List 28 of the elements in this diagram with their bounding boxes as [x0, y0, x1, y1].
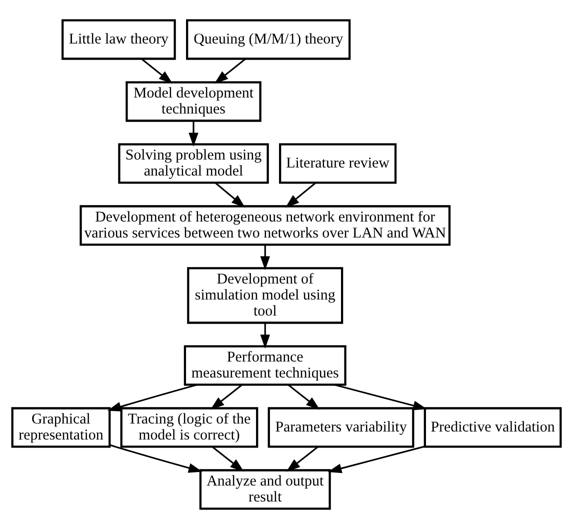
node-box: Model development techniques [126, 81, 262, 122]
arrow [285, 182, 316, 208]
node-box: Little law theory [62, 19, 176, 60]
arrow [212, 446, 244, 472]
node-box: Queuing (M/M/1) theory [186, 19, 351, 60]
node-box: Graphical representation [11, 407, 111, 448]
arrow [260, 244, 270, 270]
arrow [109, 444, 202, 473]
arrow [334, 384, 428, 410]
arrow [107, 384, 197, 412]
node-box: Analyze and output result [199, 469, 331, 510]
arrow [214, 182, 246, 208]
arrow [288, 384, 320, 410]
arrow [210, 384, 242, 410]
node-box: Parameters variability [268, 407, 414, 448]
node-box: Predictive validation [424, 407, 562, 448]
node-box: Performance measurement techniques [184, 345, 346, 386]
arrow [188, 120, 198, 147]
arrow [214, 58, 246, 84]
node-box: Literature review [279, 143, 397, 184]
arrow [260, 323, 270, 349]
node-box: Development of simulation model using tool [187, 267, 344, 324]
arrow [328, 446, 425, 474]
arrow [286, 446, 318, 472]
node-box: Development of heterogeneous network environment for various services between two networks over LAN and WAN [80, 205, 451, 246]
arrow [141, 58, 173, 84]
node-box: Tracing (logic of the model is correct) [120, 407, 258, 448]
node-box: Solving problem using analytical model [118, 143, 269, 184]
